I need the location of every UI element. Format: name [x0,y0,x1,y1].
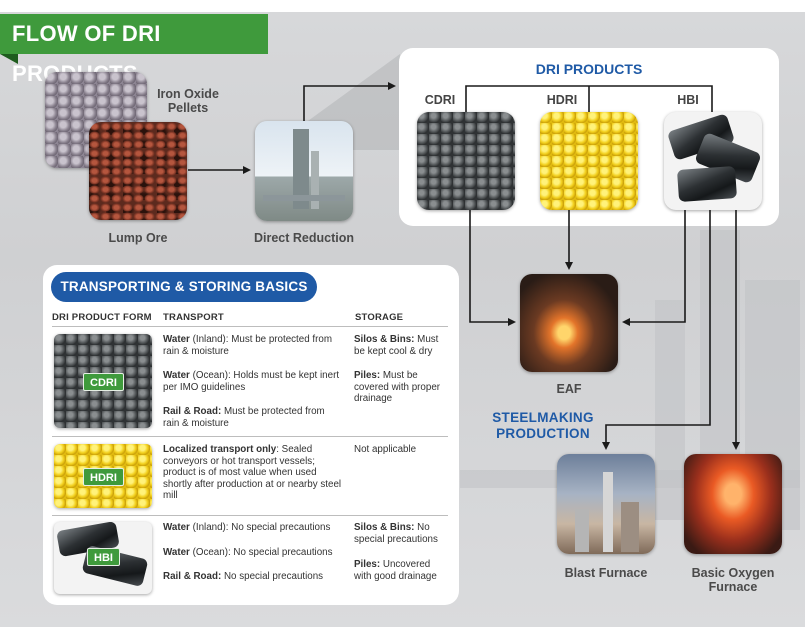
title-fold [0,54,18,64]
basic-oxygen-furnace-image [684,454,782,554]
hbi-badge: HBI [87,548,120,566]
steelmaking-heading: STEELMAKING PRODUCTION [492,410,594,441]
dri-products-title: DRI PRODUCTS [535,61,643,77]
row-divider [52,515,448,516]
cdri-storage-piles: Piles: Must be covered with proper drain… [354,370,441,404]
hbi-storage-silos: Silos & Bins: No special precautions [354,522,438,545]
hdri-storage: Not applicable [354,444,417,455]
header-transport: TRANSPORT [163,312,224,323]
hdri-badge: HDRI [83,468,124,486]
arrow-reduction-to-dri [303,82,396,121]
basic-oxygen-furnace-label: Basic Oxygen Furnace [691,566,775,594]
hdri-label: HDRI [546,93,578,107]
cdri-transport-water-ocean: Water (Ocean): Holds must be kept inert … [163,370,340,393]
cdri-label: CDRI [424,93,456,107]
arrow-hbi-to-eaf [622,210,686,326]
hbi-storage-piles: Piles: Uncovered with good drainage [354,559,437,582]
hdri-image [540,112,638,210]
cdri-transport-rail-road: Rail & Road: Must be protected from rain… [163,406,325,429]
lump-ore-label: Lump Ore [108,231,168,245]
transport-banner: TRANSPORTING & STORING BASICS [51,272,317,302]
arrow-hbi-to-blast-furnace [602,210,711,450]
cdri-image [417,112,515,210]
pellets-label: Iron Oxide Pellets [157,87,219,115]
eaf-label: EAF [556,382,582,396]
header-product-form: DRI PRODUCT FORM [52,312,152,323]
cdri-badge: CDRI [83,373,124,391]
hbi-transport-water-inland: Water (Inland): No special precautions [163,522,331,533]
cdri-transport-water-inland: Water (Inland): Must be protected from r… [163,334,332,357]
blast-furnace-label: Blast Furnace [564,566,648,580]
cdri-storage-silos: Silos & Bins: Must be kept cool & dry [354,334,439,357]
lump-ore-image [89,122,187,220]
arrow-cdri-to-eaf [469,210,516,326]
row-divider [52,436,448,437]
direct-reduction-plant-image [255,121,353,221]
hbi-transport-water-ocean: Water (Ocean): No special precautions [163,547,333,558]
hdri-transport-localized: Localized transport only: Sealed conveyo… [163,444,342,501]
blast-furnace-image [557,454,655,554]
hbi-label: HBI [677,93,699,107]
header-storage: STORAGE [355,312,404,323]
eaf-image [520,274,618,372]
hbi-image [664,112,762,210]
hbi-transport-rail-road: Rail & Road: No special precautions [163,571,324,582]
header-divider [52,326,448,327]
direct-reduction-label: Direct Reduction [253,231,354,245]
